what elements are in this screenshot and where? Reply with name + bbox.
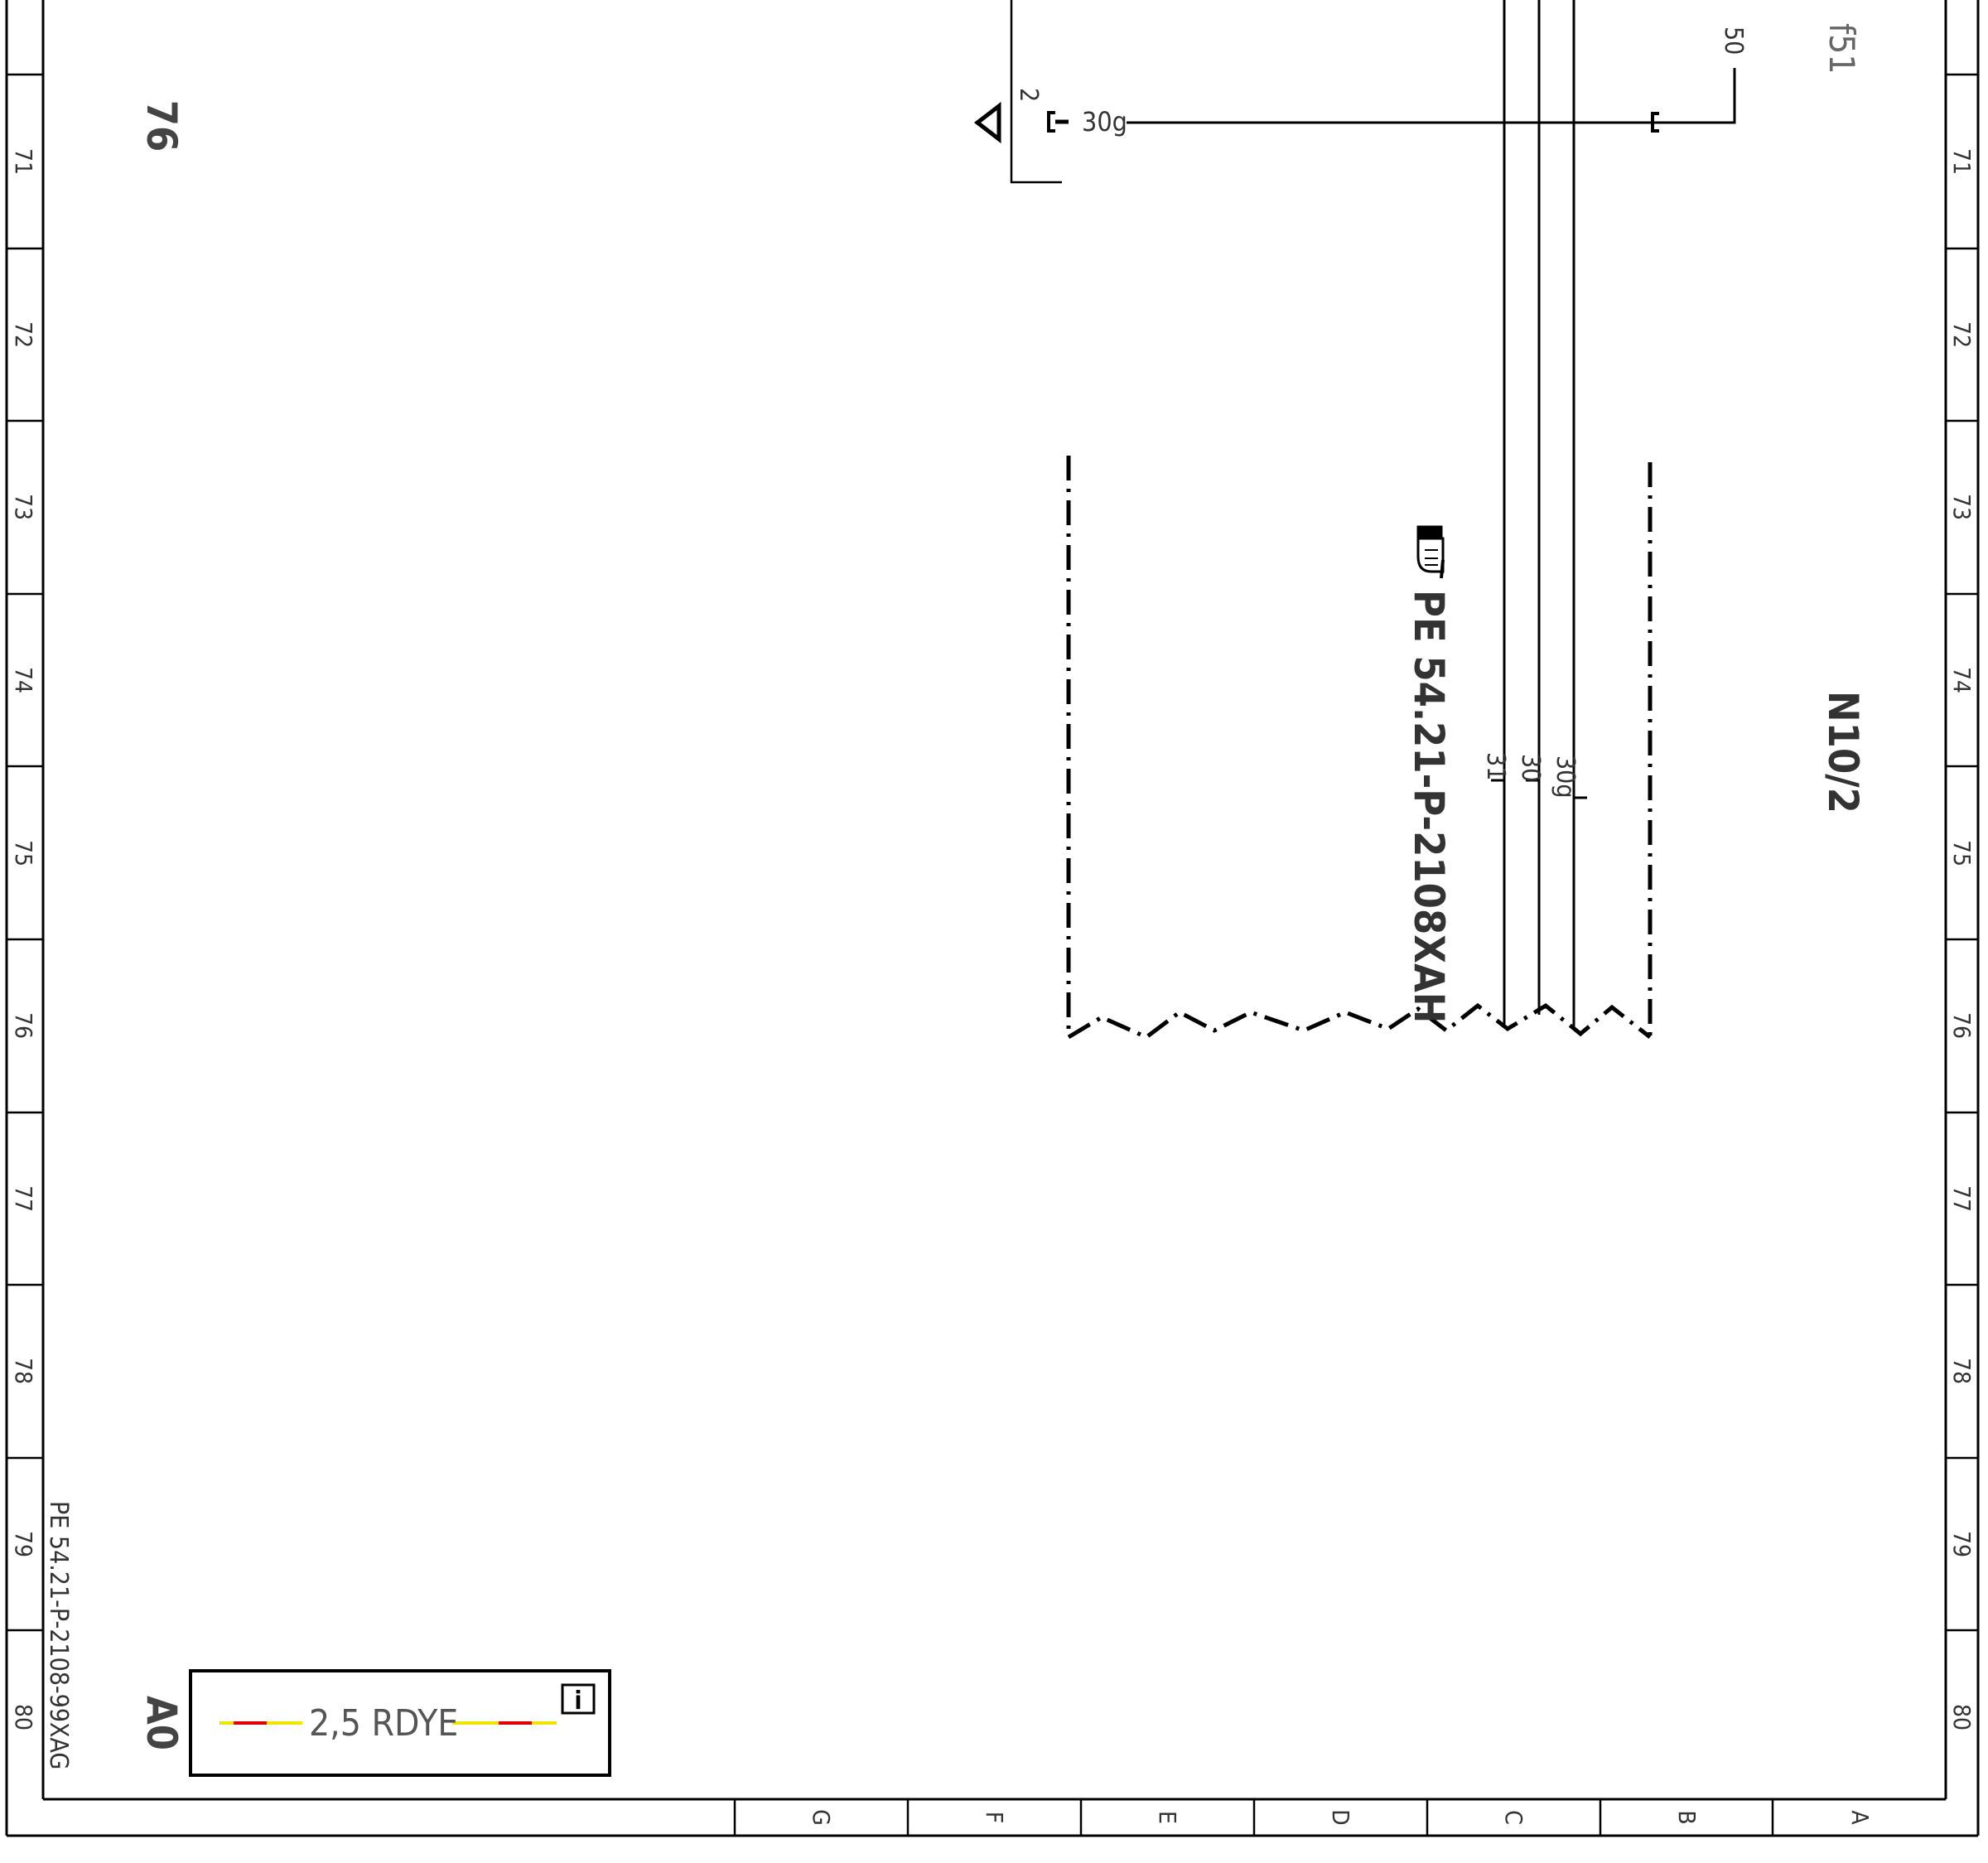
column-ticks <box>733 1799 1774 1836</box>
sheet-size: A0 <box>138 1696 186 1750</box>
row-ticks <box>5 0 1978 1632</box>
row-label: 76 <box>10 1012 37 1039</box>
wire-label: 30g <box>1082 106 1127 138</box>
row-label: 80 <box>1948 1704 1976 1730</box>
wire-legend: i 2,5 RDYE <box>189 1669 611 1777</box>
row-label: 74 <box>1948 667 1976 693</box>
column-label: E <box>1154 1811 1181 1824</box>
ground-connector: 2 30g <box>973 0 1127 184</box>
connector-pin: 30g <box>1551 755 1580 798</box>
row-label: 76 <box>1948 1012 1976 1039</box>
column-label: A <box>1846 1810 1874 1825</box>
vertical-wires <box>1491 0 1587 1028</box>
info-icon: i <box>574 1687 581 1716</box>
row-label: 77 <box>1948 1185 1976 1212</box>
row-label: 78 <box>1948 1358 1976 1384</box>
component-label: N10/2 <box>1819 691 1867 813</box>
row-label: 73 <box>10 494 37 520</box>
row-label: 72 <box>10 321 37 348</box>
drawing-number: PE 54.21-P-2108-99XAG <box>44 1501 73 1769</box>
wire-legend-text: 2,5 RDYE <box>309 1702 458 1745</box>
row-label: 71 <box>1948 148 1976 175</box>
column-label: C <box>1500 1810 1527 1825</box>
row-label: 79 <box>10 1531 37 1557</box>
column-label: B <box>1673 1810 1701 1824</box>
fuse-terminal: 50 <box>1719 27 1748 55</box>
row-label: 80 <box>10 1704 37 1730</box>
row-label: 75 <box>10 840 37 866</box>
sheet-frame <box>5 0 1980 1837</box>
row-label: 73 <box>1948 494 1976 520</box>
connector-pin: 2 <box>1014 88 1043 102</box>
reference-label: PE 54.21-P-2108XAH <box>1405 590 1453 1023</box>
column-label: G <box>808 1809 835 1826</box>
column-label: D <box>1327 1809 1354 1825</box>
row-label: 79 <box>1948 1531 1976 1557</box>
bracket-icon <box>1047 111 1055 133</box>
row-label: 77 <box>10 1185 37 1212</box>
row-label: 75 <box>1948 840 1976 866</box>
column-label: F <box>981 1812 1008 1824</box>
fuse-label: f51 <box>1822 23 1862 74</box>
sheet-number: 76 <box>138 100 186 152</box>
row-label: 78 <box>10 1358 37 1384</box>
row-label: 72 <box>1948 321 1976 348</box>
info-icon <box>561 1683 596 1715</box>
connector-pin: 30 <box>1516 754 1545 782</box>
row-label: 71 <box>10 148 37 175</box>
partial-view-boundary <box>1066 456 1653 1040</box>
row-labels-left: 71 72 73 74 75 76 77 78 79 80 <box>10 148 37 1730</box>
connector-pin-labels: 31 30 30g <box>1481 752 1580 798</box>
pointing-hand-icon <box>1416 525 1445 579</box>
connector-pin: 31 <box>1481 752 1510 780</box>
column-labels: G F E D C B A <box>808 1809 1874 1826</box>
reference-pointer: PE 54.21-P-2108XAH <box>1405 525 1453 1023</box>
bracket-icon <box>1651 112 1659 133</box>
row-label: 74 <box>10 667 37 693</box>
row-labels-right: 71 72 73 74 75 76 77 78 79 80 <box>1948 148 1976 1730</box>
ground-triangle-icon <box>973 101 1001 144</box>
wire-30g-horizontal <box>1127 68 1736 133</box>
